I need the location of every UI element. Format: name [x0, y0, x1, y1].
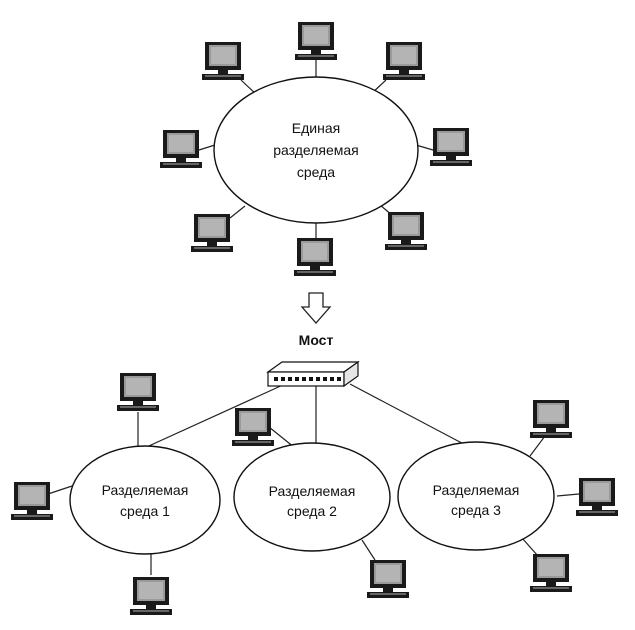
computer-icon [576, 478, 618, 516]
computer-icon [117, 373, 159, 411]
top-label-line-1: Единая [292, 120, 340, 136]
computer-icon [232, 408, 274, 446]
segment-2-label-line-2: среда 2 [287, 503, 337, 519]
computer-icon [530, 400, 572, 438]
computer-icon [11, 482, 53, 520]
computer-icon [295, 22, 337, 60]
bridge-links [139, 383, 476, 451]
top-label-line-3: среда [297, 164, 335, 180]
computer-icon [130, 577, 172, 615]
segment-2-label-line-1: Разделяемая [269, 483, 356, 499]
segment-1-ellipse [69, 445, 221, 555]
shared-medium-ellipse [213, 76, 419, 224]
bridge-label: Мост [299, 332, 334, 348]
top-label-line-2: разделяемая [273, 142, 359, 158]
segment-3-label-line-1: Разделяемая [433, 482, 520, 498]
segment-3-label-line-2: среда 3 [451, 502, 501, 518]
computer-icon [202, 42, 244, 80]
segment-2-ellipse [233, 442, 391, 552]
top-network: Единая разделяемая среда [160, 22, 472, 276]
computer-icon [367, 560, 409, 598]
computer-icon [383, 42, 425, 80]
computer-icon [385, 212, 427, 250]
computer-icon [430, 128, 472, 166]
computer-icon [160, 130, 202, 168]
computer-icon [294, 238, 336, 276]
computer-icon [191, 214, 233, 252]
segment-1-label-line-1: Разделяемая [102, 482, 189, 498]
segment-1-label-line-2: среда 1 [120, 503, 170, 519]
computer-icon [530, 554, 572, 592]
down-arrow-icon [300, 292, 332, 324]
segment-3-ellipse [397, 441, 555, 551]
bridge-device-icon [266, 360, 360, 388]
bottom-network: Мост [11, 332, 618, 615]
